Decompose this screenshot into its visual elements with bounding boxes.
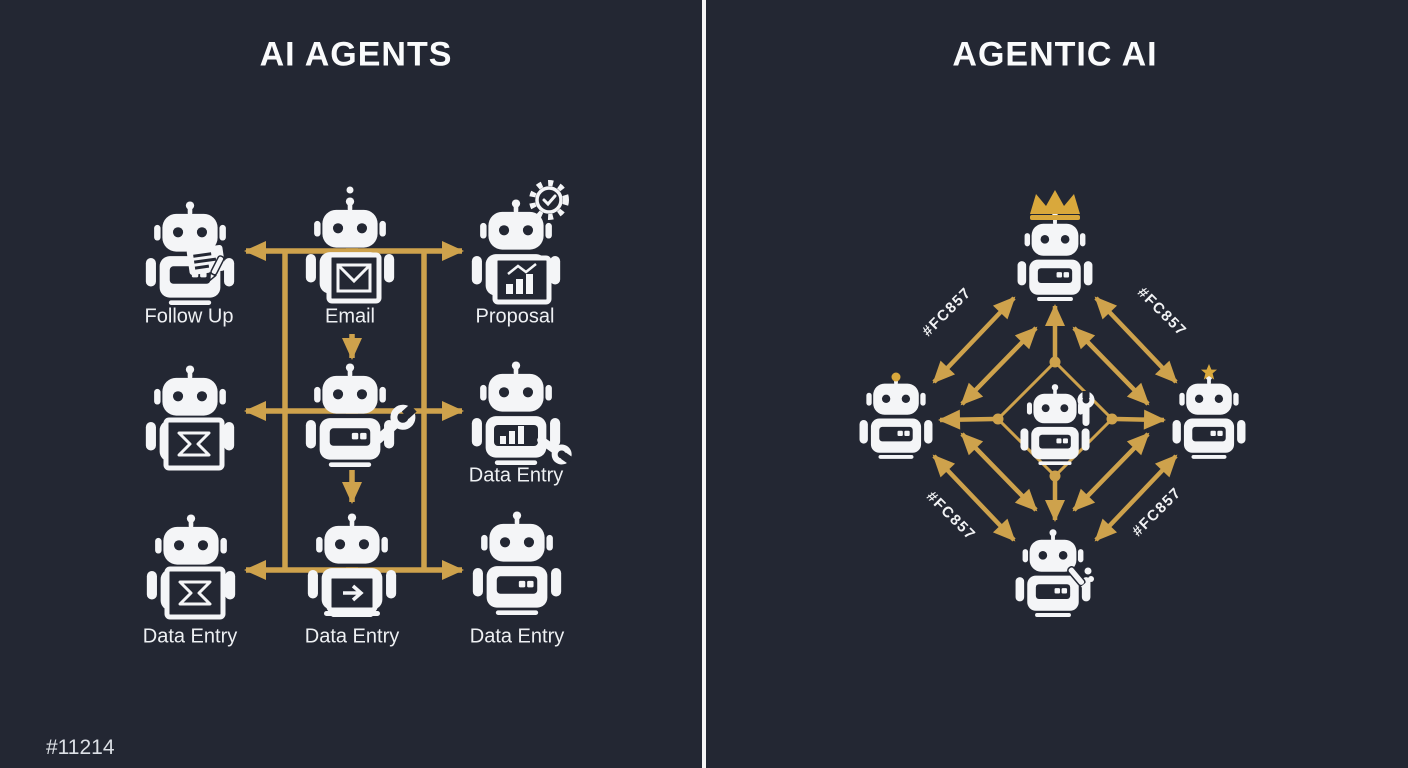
antenna-dot-icon (346, 186, 354, 194)
robot-label-data-entry-br: Data Entry (469, 625, 565, 648)
antenna-dot-icon (891, 372, 901, 382)
robot-data-entry-right-icon (471, 361, 573, 465)
robot-follow-up-icon (145, 201, 235, 305)
star-icon (1201, 364, 1217, 380)
robot-mail-frame-icon (145, 365, 235, 471)
robot-label-email: Email (324, 305, 376, 328)
gear-check-icon (529, 180, 569, 220)
robot-leader-icon (1017, 190, 1093, 301)
pen-icon (1067, 566, 1094, 591)
robot-label-follow-up: Follow Up (144, 305, 234, 328)
robot-data-entry-bc-icon (307, 513, 397, 617)
chart-tablet-icon (492, 255, 552, 305)
right-panel-title: AGENTIC AI (952, 35, 1158, 74)
color-code-label: #11214 (46, 736, 115, 759)
robot-data-entry-bl-icon (146, 514, 236, 620)
wrench-center-icon (1077, 391, 1095, 426)
laptop-icon (324, 573, 380, 616)
wrench-icon (373, 404, 417, 445)
robot-label-data-entry-bl: Data Entry (142, 625, 238, 648)
crown-icon (1030, 190, 1080, 220)
robot-label-proposal: Proposal (475, 305, 555, 328)
mail-frame-icon (164, 566, 226, 620)
diamond-nodes (992, 356, 1118, 482)
robot-data-entry-br-icon (472, 511, 562, 615)
left-panel-title: AI AGENTS (259, 35, 453, 74)
mail-frame-icon (163, 417, 225, 471)
robot-label-data-entry-right: Data Entry (468, 464, 564, 487)
robot-proposal-icon (471, 180, 569, 305)
panel-divider (702, 0, 706, 768)
robot-wrench-icon (305, 363, 417, 467)
robot-right-icon (1172, 364, 1246, 459)
robot-email-icon (305, 186, 395, 304)
robot-left-icon (859, 372, 933, 459)
robot-center-icon (1020, 384, 1095, 465)
envelope-icon (326, 252, 382, 304)
chart-bars-icon (494, 425, 538, 446)
wrench-small-icon (537, 436, 573, 465)
robot-label-data-entry-bc: Data Entry (304, 625, 400, 648)
clipboard-icon (186, 245, 226, 283)
robot-bottom-icon (1015, 529, 1094, 617)
